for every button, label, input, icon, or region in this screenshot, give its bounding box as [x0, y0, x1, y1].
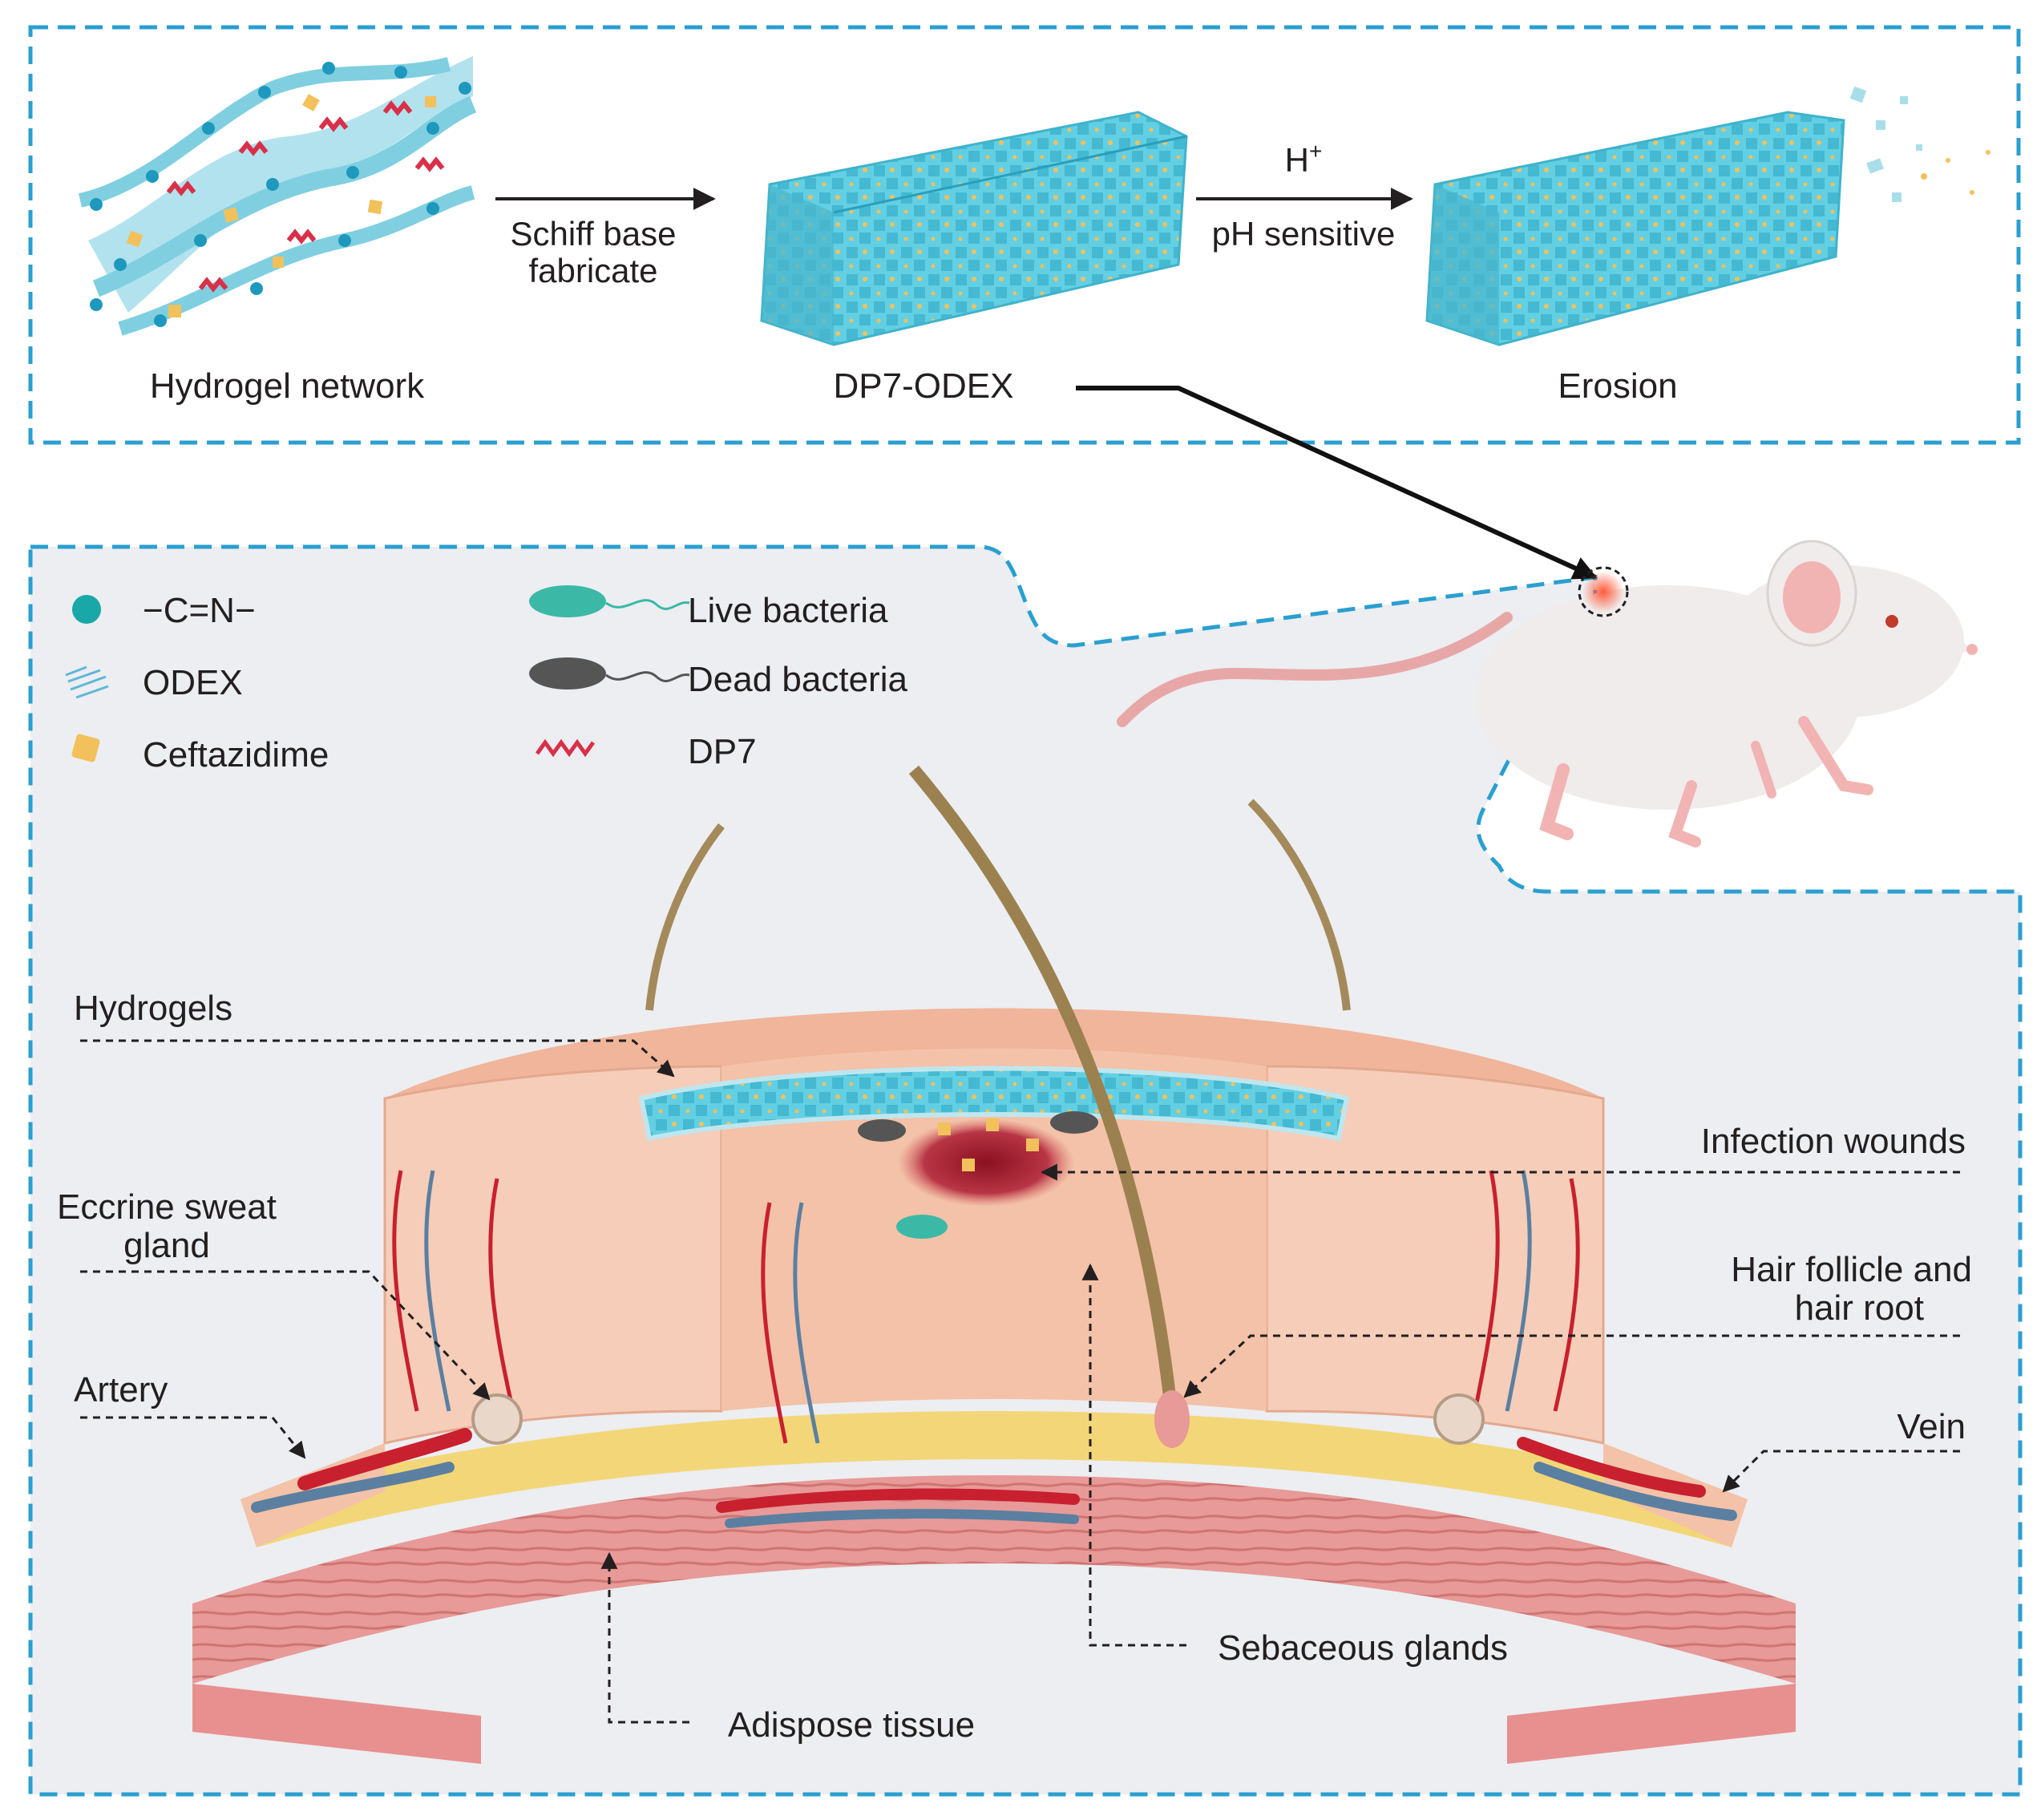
- label-artery: Artery: [74, 1370, 168, 1409]
- dp7-odex-to-mouse-arrow: [1076, 386, 1598, 580]
- dp7-helix-icon: [535, 738, 596, 758]
- skin-section-illustration: [192, 765, 1796, 1764]
- legend-label-dp7: DP7: [688, 732, 757, 771]
- legend-label-dead-bacteria: Dead bacteria: [688, 660, 907, 699]
- top-panel-frame: [28, 25, 2021, 445]
- legend-label-cn: −C=N−: [143, 591, 256, 630]
- label-hair-follicle-line2: hair root: [1795, 1288, 1924, 1328]
- erosion-label: Erosion: [1558, 366, 1677, 406]
- label-eccrine-line2: gland: [123, 1226, 210, 1265]
- fabricate-label: fabricate: [528, 252, 657, 289]
- mouse-illustration: [1117, 540, 1978, 847]
- dead-bacteria-icon: [529, 657, 690, 690]
- label-eccrine-line1: Eccrine sweat: [57, 1187, 277, 1227]
- dp7-odex-label: DP7-ODEX: [834, 366, 1014, 406]
- ceftazidime-icon: [71, 734, 100, 762]
- legend-label-odex: ODEX: [143, 663, 243, 702]
- odex-strand-icon: [65, 665, 109, 699]
- live-bacteria-icon: [529, 585, 690, 617]
- ph-sensitive-label: pH sensitive: [1212, 215, 1396, 253]
- schiff-base-label: Schiff base: [510, 215, 676, 253]
- legend-label-live-bacteria: Live bacteria: [688, 591, 888, 630]
- label-sebaceous-glands: Sebaceous glands: [1218, 1628, 1508, 1668]
- label-infection-wounds: Infection wounds: [1701, 1122, 1966, 1161]
- erosion-block: [1425, 86, 1990, 346]
- teal-dot-icon: [72, 595, 101, 624]
- label-hydrogels: Hydrogels: [74, 989, 232, 1028]
- legend-label-ceftazidime: Ceftazidime: [143, 735, 329, 775]
- label-hair-follicle-line1: Hair follicle and: [1731, 1250, 1972, 1289]
- label-vein: Vein: [1897, 1407, 1966, 1446]
- hydrogel-network-label: Hydrogel network: [150, 366, 425, 406]
- h-plus-superscript: +: [1309, 139, 1322, 164]
- h-plus-label: H+: [1285, 139, 1323, 179]
- dp7-odex-block: [760, 111, 1188, 346]
- leader-lines: [80, 1039, 1960, 1724]
- label-adipose-tissue: Adispose tissue: [728, 1705, 975, 1745]
- hydrogel-network-illustration: [78, 56, 477, 336]
